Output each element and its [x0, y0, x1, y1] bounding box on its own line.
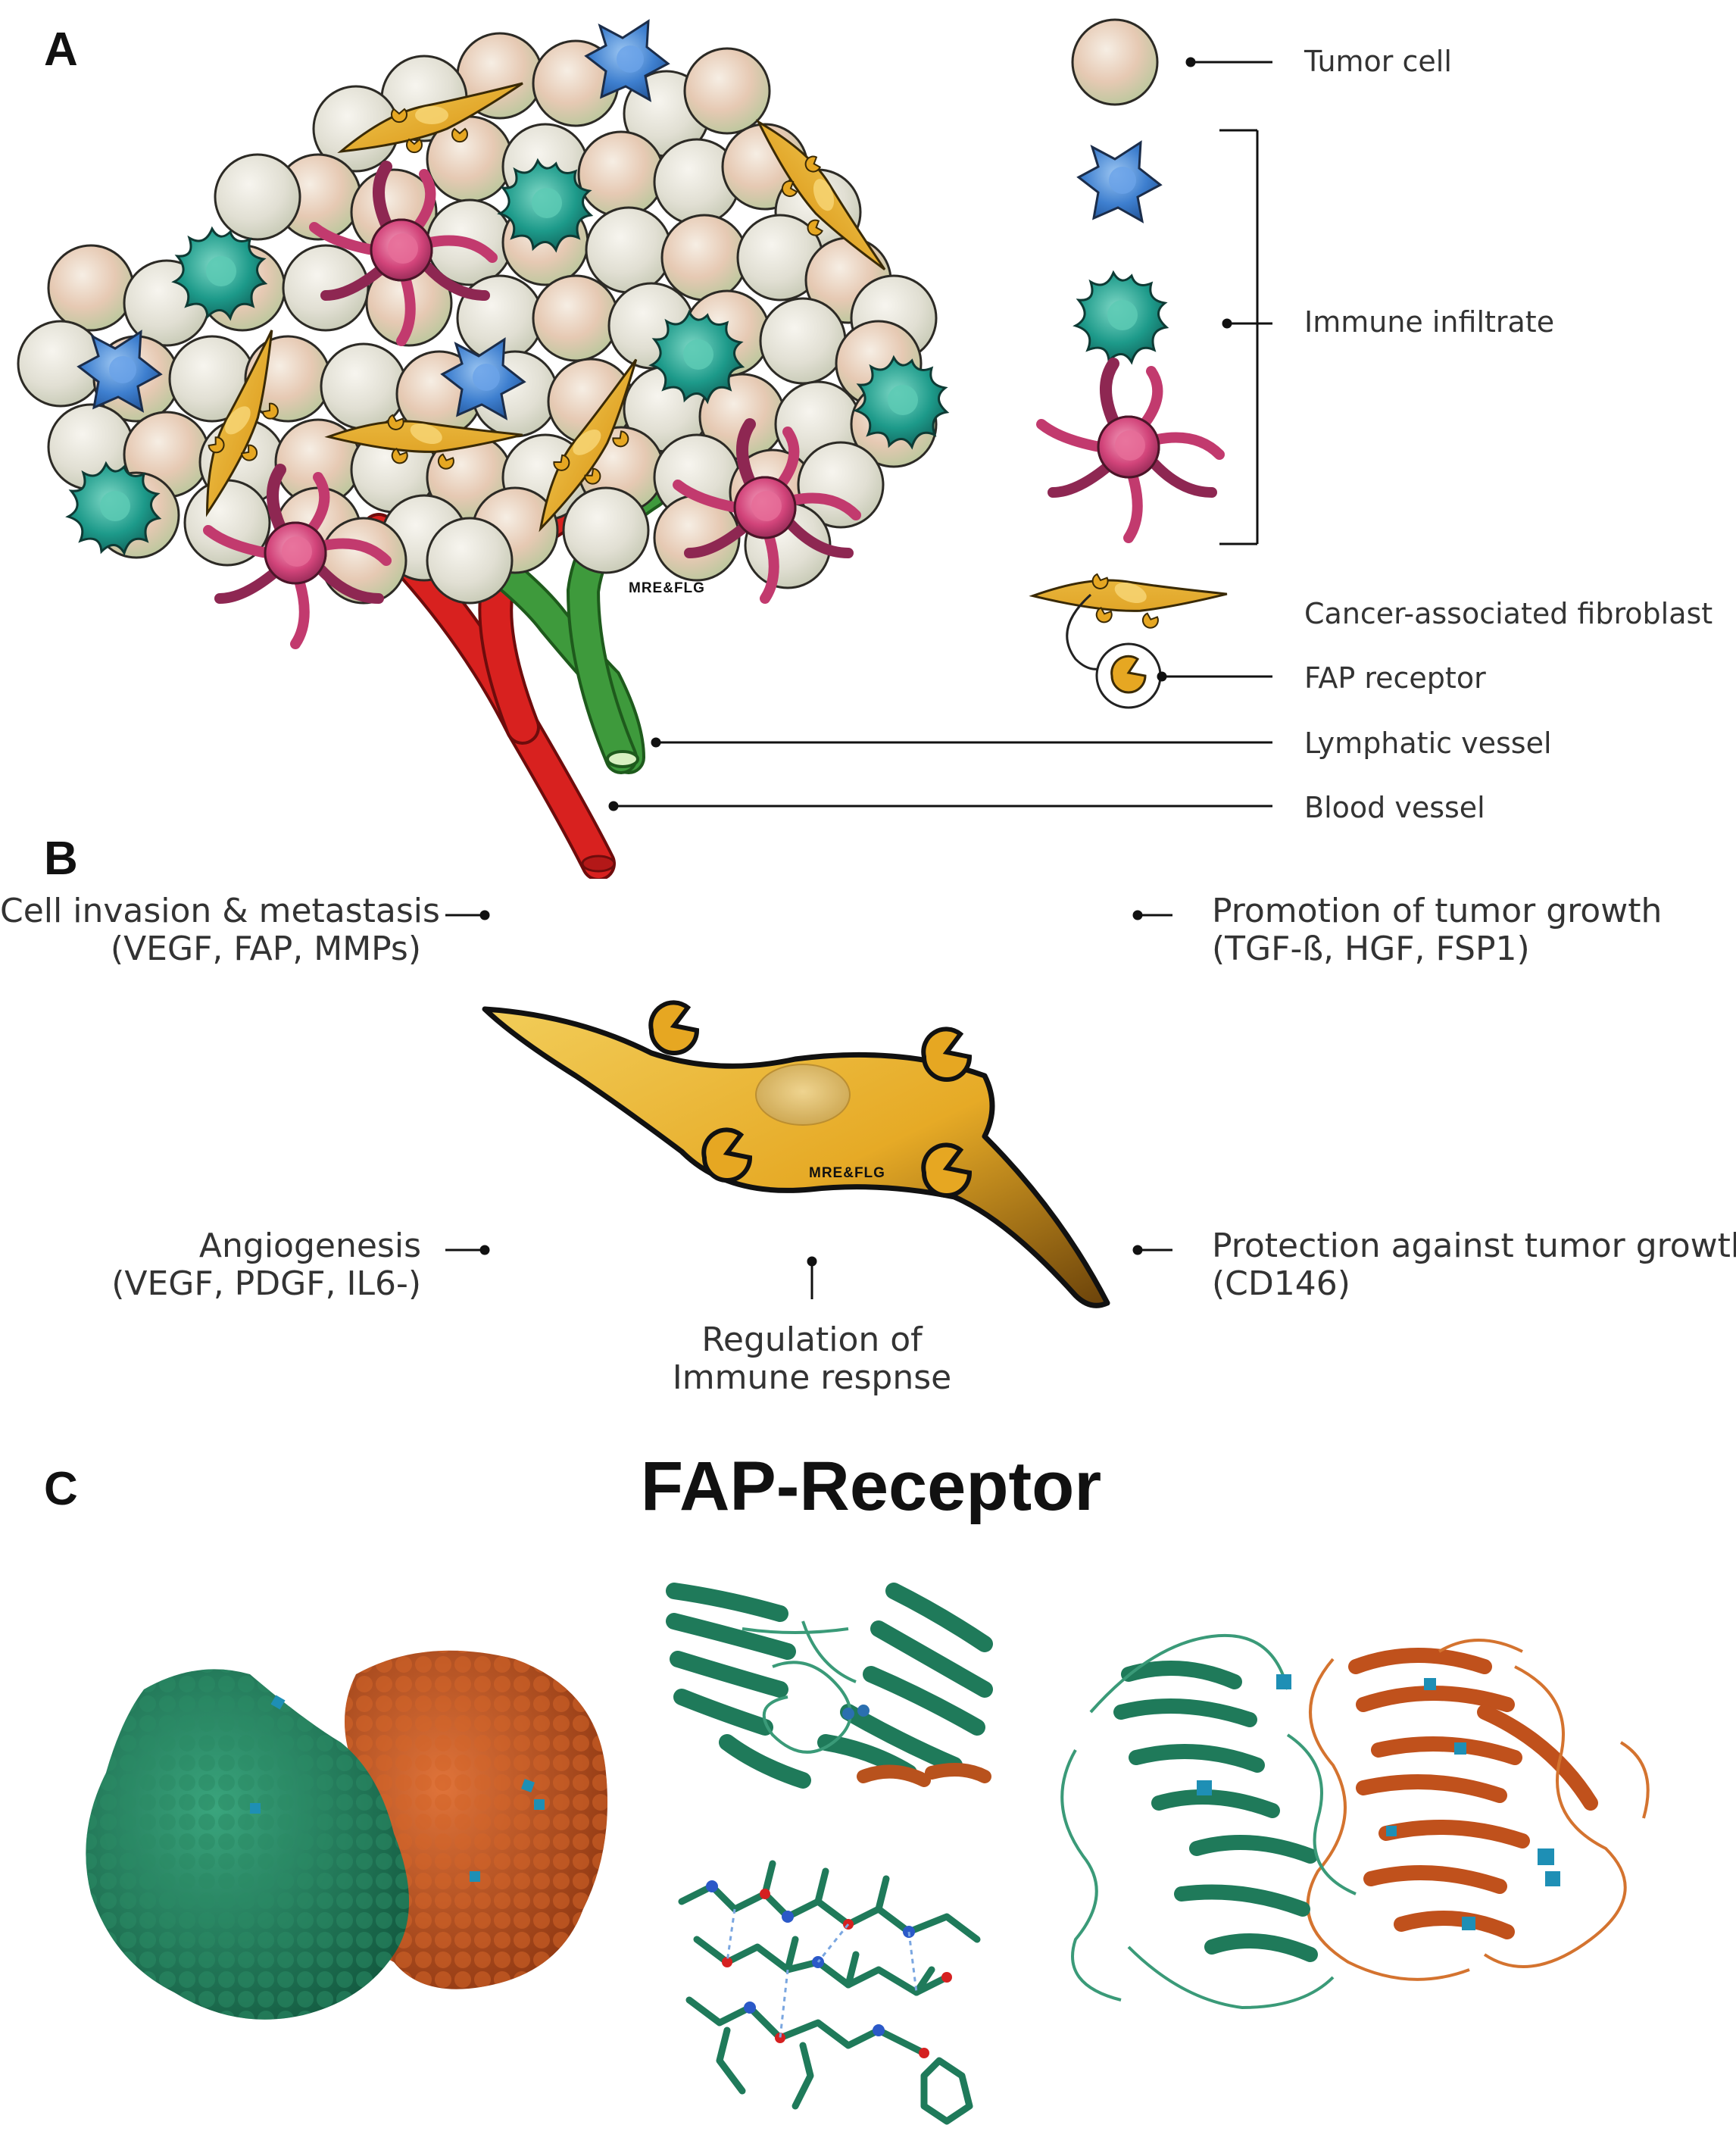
legend-fap-receptor-label: FAP receptor	[1304, 661, 1486, 695]
angiogenesis-line1: Angiogenesis	[198, 1227, 421, 1265]
legend-blue-cell-icon	[1077, 141, 1162, 223]
ribbon-model	[1060, 1633, 1650, 2010]
invasion-label: Cell invasion & metastasis (VEGF, FAP, M…	[0, 892, 440, 968]
stick-model	[678, 1860, 981, 2125]
protection-line1: Protection against tumor growth	[1212, 1227, 1736, 1265]
legend-tumor-cell-label: Tumor cell	[1304, 45, 1452, 78]
protection-label: Protection against tumor growth (CD146)	[1212, 1227, 1736, 1303]
legend-pink-cell-icon	[1041, 364, 1219, 538]
regulation-line2: Immune respnse	[672, 1358, 952, 1397]
angiogenesis-line2: (VEGF, PDGF, IL6-)	[111, 1264, 421, 1303]
watermark-b: MRE&FLG	[809, 1165, 885, 1181]
legend-teal-cell-icon	[1074, 271, 1168, 364]
promotion-line2: (TGF-ß, HGF, FSP1)	[1212, 930, 1530, 968]
protection-line2: (CD146)	[1212, 1264, 1350, 1303]
legend-fap-receptor-icon	[1066, 593, 1162, 709]
panel-letter-b: B	[44, 833, 78, 885]
surface-model	[86, 1650, 607, 2020]
regulation-line1: Regulation of	[701, 1320, 923, 1359]
large-fibroblast	[482, 1000, 1110, 1308]
regulation-label: Regulation of Immune respnse	[623, 1321, 1001, 1397]
ribbon-closeup	[666, 1574, 993, 1794]
legend-tumor-cell-icon	[1071, 18, 1159, 106]
invasion-line2: (VEGF, FAP, MMPs)	[110, 930, 421, 968]
surface-ligands	[250, 1695, 545, 1882]
legend-caf-label: Cancer-associated fibroblast	[1304, 597, 1713, 630]
panel-letter-a: A	[44, 23, 78, 76]
watermark-a: MRE&FLG	[629, 580, 705, 596]
angiogenesis-label: Angiogenesis (VEGF, PDGF, IL6-)	[0, 1227, 421, 1303]
tumor-microenvironment-illustration	[17, 18, 1272, 879]
panel-letter-c: C	[44, 1463, 78, 1515]
ribbon-ligands	[1197, 1674, 1560, 1930]
legend-lymphatic-vessel-label: Lymphatic vessel	[1304, 727, 1552, 760]
panel-b-leaders	[445, 910, 1172, 1299]
fap-receptor-title: FAP-Receptor	[640, 1448, 1102, 1525]
promotion-label: Promotion of tumor growth (TGF-ß, HGF, F…	[1212, 892, 1662, 968]
promotion-line1: Promotion of tumor growth	[1212, 892, 1663, 930]
legend-blood-vessel-label: Blood vessel	[1304, 791, 1485, 824]
invasion-line1: Cell invasion & metastasis	[0, 892, 440, 930]
legend-fibroblast-icon	[1031, 530, 1229, 661]
legend-immune-infiltrate-label: Immune infiltrate	[1304, 305, 1555, 339]
legend-leaders	[608, 57, 1272, 811]
